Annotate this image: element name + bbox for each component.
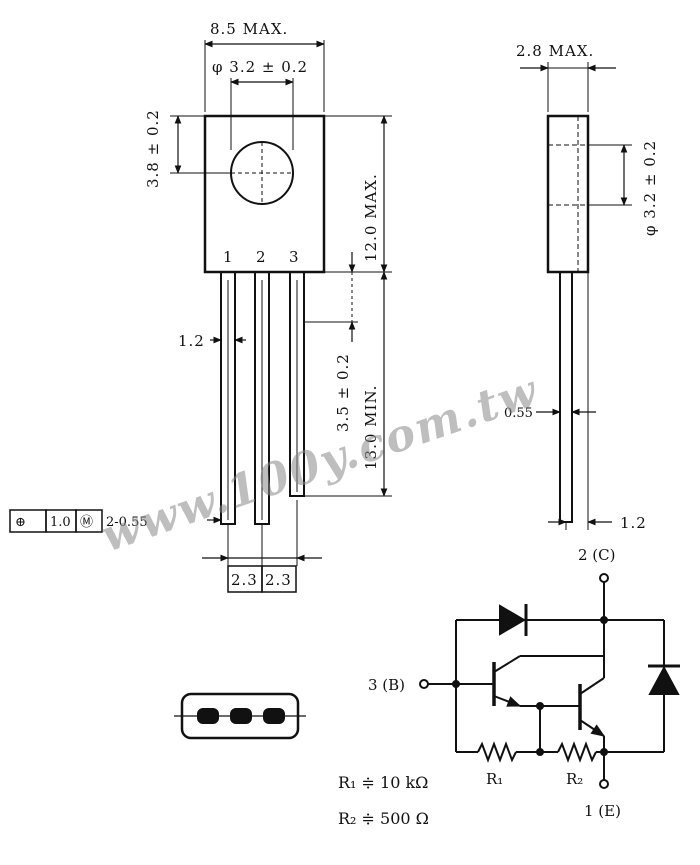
freewheel-diode <box>648 665 680 695</box>
hole-offset-label: 3.8 ± 0.2 <box>144 109 162 188</box>
pitch-label-2: 2.3 <box>265 571 292 589</box>
side-hole-dia-label: φ 3.2 ± 0.2 <box>641 140 659 236</box>
collector-label: 2 (C) <box>578 546 616 564</box>
side-body <box>546 114 590 274</box>
tol-value: 1.0 <box>50 515 71 530</box>
emitter-terminal <box>599 779 609 789</box>
tol-lead-spec: 2-0.55 <box>106 515 148 530</box>
tol-mmc-symbol: Ⓜ <box>80 515 93 530</box>
pitch-label-1: 2.3 <box>231 571 258 589</box>
pin-number-3: 3 <box>289 248 299 266</box>
collector-terminal <box>599 573 609 583</box>
r1-label: R₁ <box>486 770 503 788</box>
front-view <box>9 40 392 593</box>
side-view-labels: 2.8 MAX. φ 3.2 ± 0.2 0.55 1.2 <box>504 42 659 532</box>
lead-length-label: 13.0 MIN. <box>362 385 380 470</box>
leads <box>220 271 305 525</box>
lead-thickness-label: 0.55 <box>504 406 533 421</box>
speedup-diode <box>499 604 526 636</box>
bottom-pin-1 <box>197 708 219 724</box>
bottom-view <box>174 692 306 740</box>
base-terminal <box>419 679 429 689</box>
pin-number-2: 2 <box>256 248 266 266</box>
side-lead <box>559 271 573 523</box>
resistor-r2 <box>557 741 597 763</box>
base-label: 3 (B) <box>368 676 405 694</box>
darlington-schematic <box>419 573 680 789</box>
tol-position-symbol: ⊕ <box>15 515 26 530</box>
lead-width-label: 1.2 <box>178 332 205 350</box>
lead-step-label: 3.5 ± 0.2 <box>334 353 352 432</box>
thickness-max-label: 2.8 MAX. <box>516 42 594 60</box>
width-max-label: 8.5 MAX. <box>210 20 288 38</box>
hole-dia-label: φ 3.2 ± 0.2 <box>212 58 308 76</box>
emitter-label: 1 (E) <box>584 802 621 820</box>
front-view-labels: 8.5 MAX. φ 3.2 ± 0.2 3.8 ± 0.2 12.0 MAX.… <box>15 20 380 589</box>
resistor-r1 <box>477 741 517 763</box>
watermark: www.100y.com.tw <box>95 365 545 563</box>
r2-value: R₂ ≑ 500 Ω <box>338 809 429 828</box>
bottom-pin-3 <box>263 708 285 724</box>
bottom-pin-2 <box>230 708 252 724</box>
r1-value: R₁ ≑ 10 kΩ <box>338 773 428 792</box>
schematic-labels: 2 (C) 3 (B) 1 (E) R₁ R₂ R₁ ≑ 10 kΩ R₂ ≑ … <box>338 546 621 828</box>
side-lead-width-label: 1.2 <box>620 514 647 532</box>
r2-label: R₂ <box>566 770 583 788</box>
pin-number-1: 1 <box>223 248 233 266</box>
side-view <box>520 62 632 530</box>
body-height-label: 12.0 MAX. <box>362 173 380 262</box>
